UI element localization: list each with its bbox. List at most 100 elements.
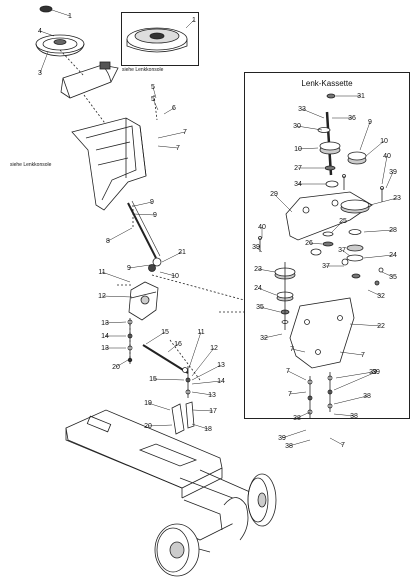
callout-number: 7	[290, 346, 294, 353]
tractor-chassis	[65, 409, 251, 553]
callout-number: 22	[377, 323, 385, 330]
callout-number: 37	[322, 263, 330, 270]
callout-number: 1	[192, 17, 196, 24]
leader-line	[365, 140, 385, 157]
leader-line	[296, 125, 323, 131]
leader-line	[159, 271, 176, 277]
callout-number: 7	[183, 129, 187, 136]
inset-drawing	[258, 93, 384, 418]
leader-line	[191, 423, 209, 430]
leader-line	[259, 306, 281, 313]
callout-number: 7	[288, 391, 292, 398]
callout-number: 7	[286, 368, 290, 375]
callout-number: 21	[178, 249, 186, 256]
leader-line	[281, 429, 307, 439]
leader-line	[363, 254, 394, 259]
leader-line	[349, 323, 382, 327]
note-steering-console-left: siehe Lenkkonsole	[10, 162, 52, 168]
callout-number: 14	[101, 333, 109, 340]
callout-number: 39	[372, 369, 380, 376]
leader-line	[133, 213, 156, 216]
leader-line	[359, 121, 371, 151]
callout-number: 13	[101, 345, 109, 352]
note-steering-console-top: siehe Lenkkonsole	[122, 67, 164, 73]
callout-number: 13	[208, 392, 216, 399]
leader-line	[104, 321, 127, 324]
callout-number: 34	[294, 181, 302, 188]
leader-line	[257, 268, 276, 273]
callout-number: 12	[98, 293, 106, 300]
callout-number: 40	[258, 224, 266, 231]
leader-line	[287, 370, 307, 381]
leader-line	[289, 391, 307, 395]
callout-number: 15	[149, 376, 157, 383]
callout-number: 38	[363, 393, 371, 400]
leader-line	[145, 331, 166, 345]
callout-number: 40	[383, 153, 391, 160]
callout-number: 20	[112, 364, 120, 371]
leader-line	[188, 331, 202, 369]
leader-line	[255, 246, 263, 253]
leader-line	[367, 289, 382, 297]
callout-number: 33	[298, 106, 306, 113]
leader-line	[157, 145, 179, 149]
callout-number: 24	[389, 252, 397, 259]
leader-line	[257, 287, 277, 296]
spindle-bracket	[171, 401, 195, 435]
callout-number: 26	[305, 240, 313, 247]
callout-number: 9	[153, 212, 157, 219]
leader-line	[331, 220, 344, 233]
callout-number: 9	[368, 119, 372, 126]
hub-detail-drawing	[126, 27, 188, 53]
leader-line	[291, 348, 306, 353]
callout-number: 36	[348, 115, 356, 122]
callout-number: 39	[369, 369, 377, 376]
rear-wheel	[247, 473, 277, 527]
callout-number: 4	[38, 28, 42, 35]
leader-line	[333, 371, 377, 391]
steering-console-cover	[60, 61, 119, 99]
leader-line	[191, 391, 213, 396]
callout-number: 5	[151, 84, 155, 91]
callout-number: 7	[176, 145, 180, 152]
leader-line	[296, 411, 311, 419]
leader-line	[185, 19, 195, 29]
leader-line	[301, 108, 325, 119]
leader-line	[163, 107, 175, 115]
callout-number: 20	[144, 423, 152, 430]
leader-line	[152, 98, 159, 111]
leader-line	[147, 402, 171, 411]
leader-line	[191, 380, 222, 385]
leader-line	[341, 249, 351, 257]
callout-number: 16	[174, 341, 182, 348]
leader-line	[101, 271, 131, 283]
callout-number: 9	[150, 199, 154, 206]
callout-number: 32	[260, 335, 268, 342]
callout-number: 39	[389, 169, 397, 176]
fastener-stack-left	[127, 318, 133, 364]
leader-line	[147, 424, 173, 427]
callout-number: 9	[127, 265, 131, 272]
callout-number: 32	[377, 293, 385, 300]
drag-link	[142, 344, 191, 398]
callout-number: 3	[38, 70, 42, 77]
callout-number: 23	[393, 195, 401, 202]
callout-number: 12	[210, 345, 218, 352]
callout-number: 8	[106, 238, 110, 245]
callout-number: 15	[161, 329, 169, 336]
callout-number: 23	[254, 266, 262, 273]
leader-line	[191, 364, 222, 381]
leader-line	[152, 378, 185, 381]
callout-number: 35	[256, 304, 264, 311]
steering-wheel-drawing	[35, 5, 85, 57]
callout-number: 11	[197, 329, 204, 336]
callout-number: 28	[389, 227, 397, 234]
leader-line	[128, 264, 151, 269]
callout-number: 10	[294, 146, 302, 153]
callout-number: 30	[293, 123, 301, 130]
leader-line	[157, 131, 186, 139]
callout-number: 27	[294, 165, 302, 172]
callout-number: 19	[144, 400, 152, 407]
leader-line	[333, 413, 355, 417]
